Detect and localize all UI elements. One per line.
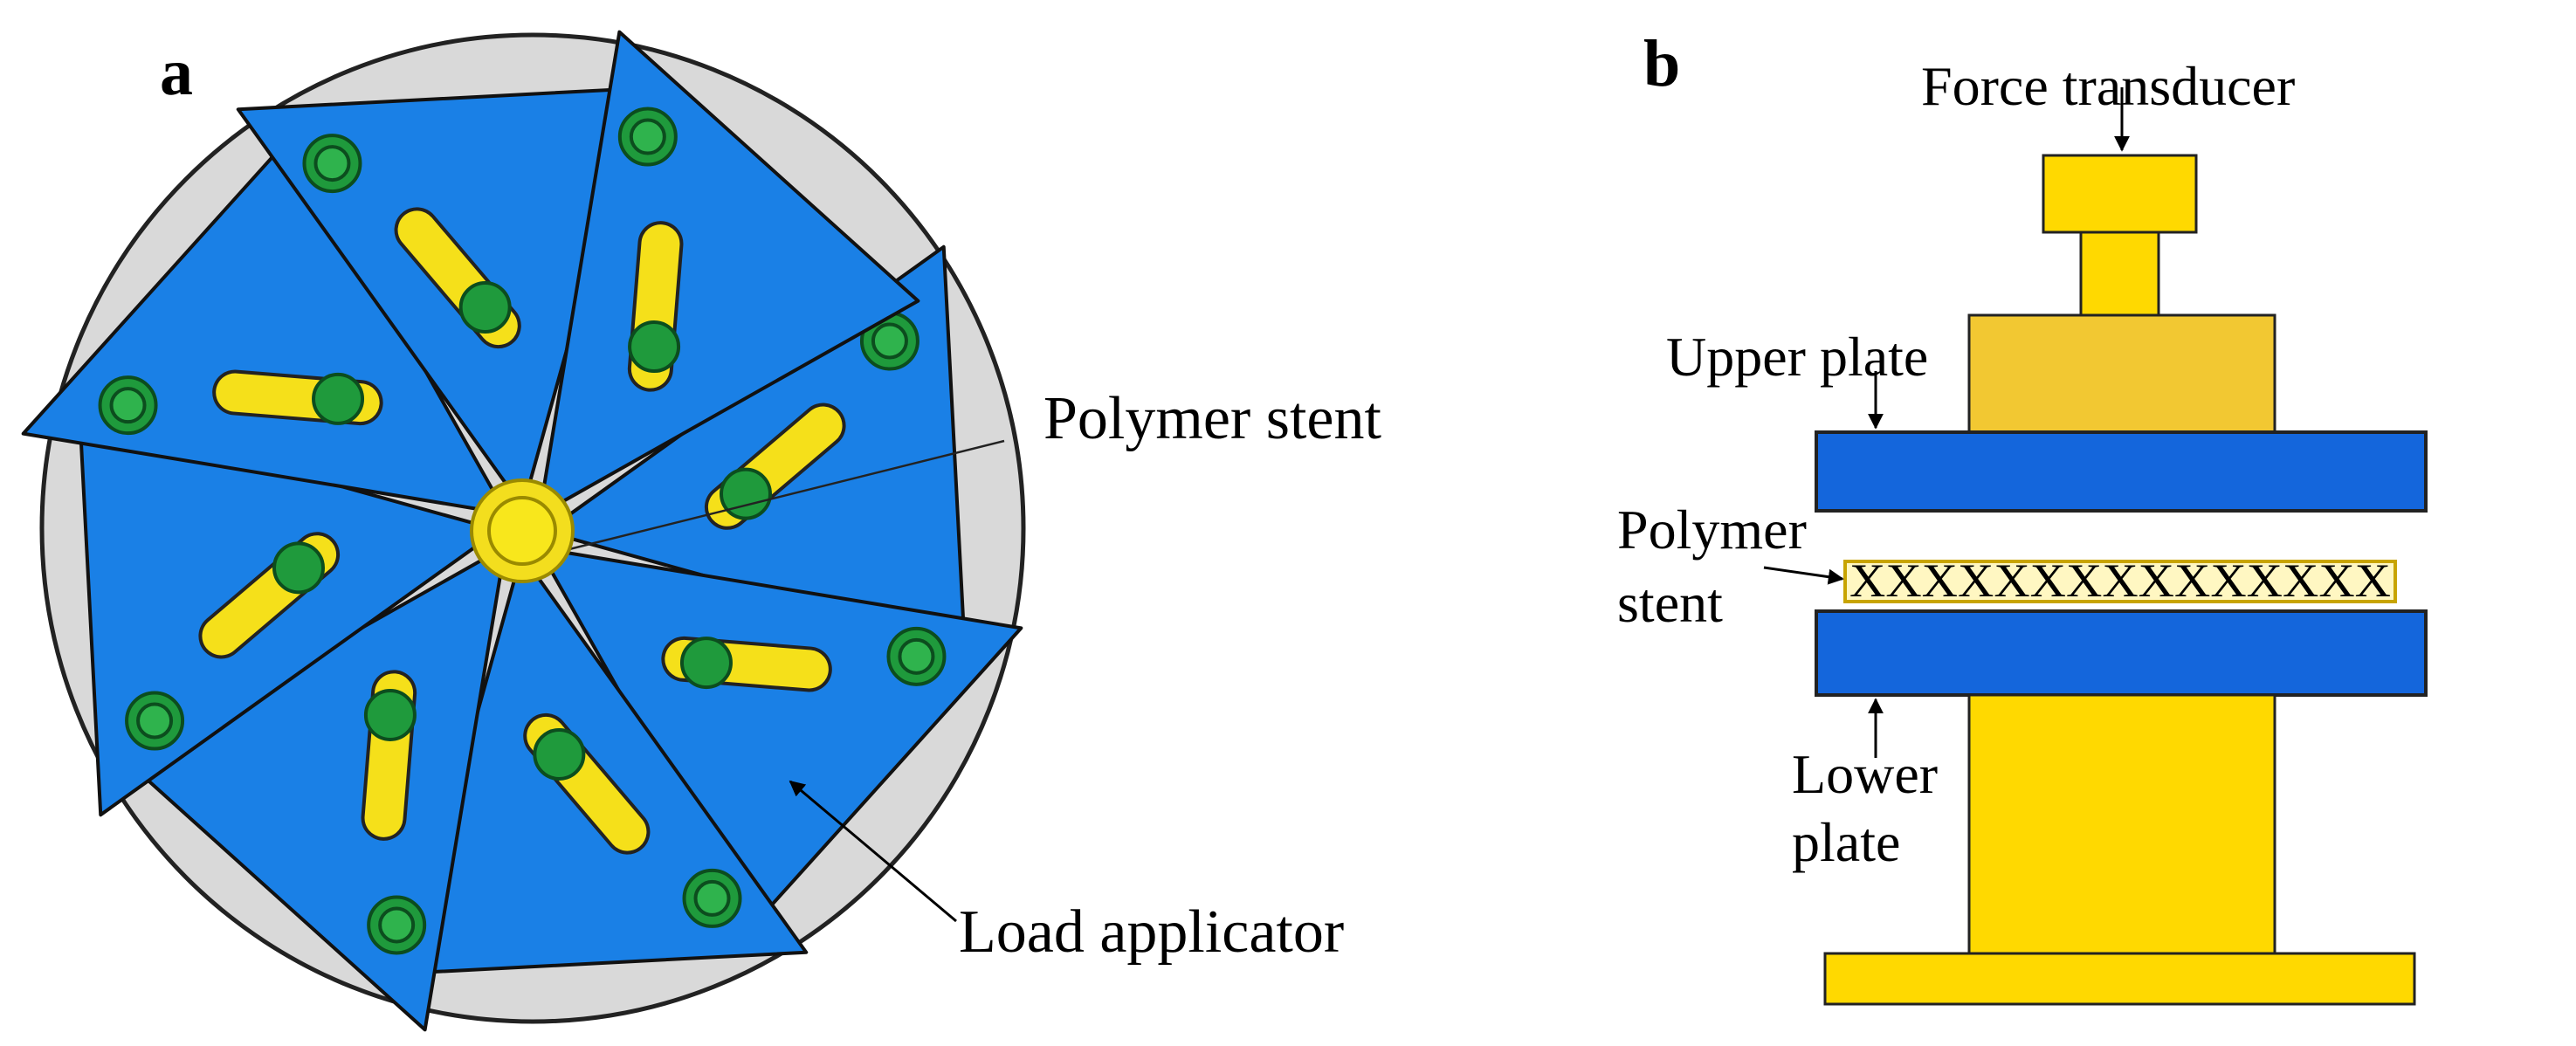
slot-pin <box>458 281 512 334</box>
slot-pin <box>719 467 772 520</box>
load-applicator-segment <box>124 545 507 1032</box>
pivot-pin <box>682 868 742 928</box>
label-lower-plate-line1: Lower <box>1792 743 1938 805</box>
slot-pin <box>628 320 681 374</box>
polymer-stent-leader-line <box>558 439 1005 554</box>
load-applicator-segment <box>403 552 809 975</box>
polymer-stent-ring <box>470 478 575 583</box>
slot-pin <box>272 541 326 595</box>
polymer-stent-pattern: XXXXXXXXXXXXXXX <box>1849 554 2391 607</box>
force-transducer-head <box>2042 154 2198 234</box>
pivot-pin <box>617 107 678 167</box>
upper-plate <box>1815 430 2428 513</box>
load-applicator-segment <box>537 30 920 517</box>
force-transducer-neck <box>2079 231 2160 317</box>
lower-plate <box>1815 609 2428 697</box>
label-lower-plate-line2: plate <box>1792 811 1900 873</box>
polymer-stent-arrow <box>1763 566 1844 585</box>
lower-column <box>1967 693 2276 955</box>
panel-a-radial-crimper: a Polymer stent Load applicator <box>21 30 1381 1032</box>
pivot-pin <box>886 626 947 686</box>
polymer-stent-strip <box>1843 560 2397 603</box>
pivot-pin <box>367 895 427 955</box>
slot-pin <box>312 372 365 425</box>
panel-label-a: a <box>160 36 193 109</box>
load-applicator-segment <box>78 411 501 817</box>
pivot-pin <box>302 134 362 194</box>
load-applicator-arrow <box>789 780 957 923</box>
pivot-pin <box>98 375 158 436</box>
label-polymer-stent-b-line2: stent <box>1617 572 1723 634</box>
base-plate <box>1823 952 2416 1006</box>
pivot-pin <box>125 691 185 751</box>
label-force-transducer: Force transducer <box>1921 55 2295 117</box>
panel-label-b: b <box>1643 27 1680 100</box>
upper-block <box>1967 313 2276 434</box>
label-polymer-stent-b-line1: Polymer <box>1617 499 1807 561</box>
label-polymer-stent-a: Polymer stent <box>1043 385 1381 452</box>
label-upper-plate: Upper plate <box>1666 326 1928 388</box>
slot-pin <box>363 688 417 741</box>
slot-pin <box>679 637 733 690</box>
panel-b-flat-plate-compression: XXXXXXXXXXXXXXX b Force transducer Upper… <box>1617 27 2428 1006</box>
label-load-applicator: Load applicator <box>959 898 1344 966</box>
load-applicator-segments <box>21 30 1023 1032</box>
load-applicator-segment <box>21 133 508 516</box>
slot-pin <box>533 727 586 781</box>
